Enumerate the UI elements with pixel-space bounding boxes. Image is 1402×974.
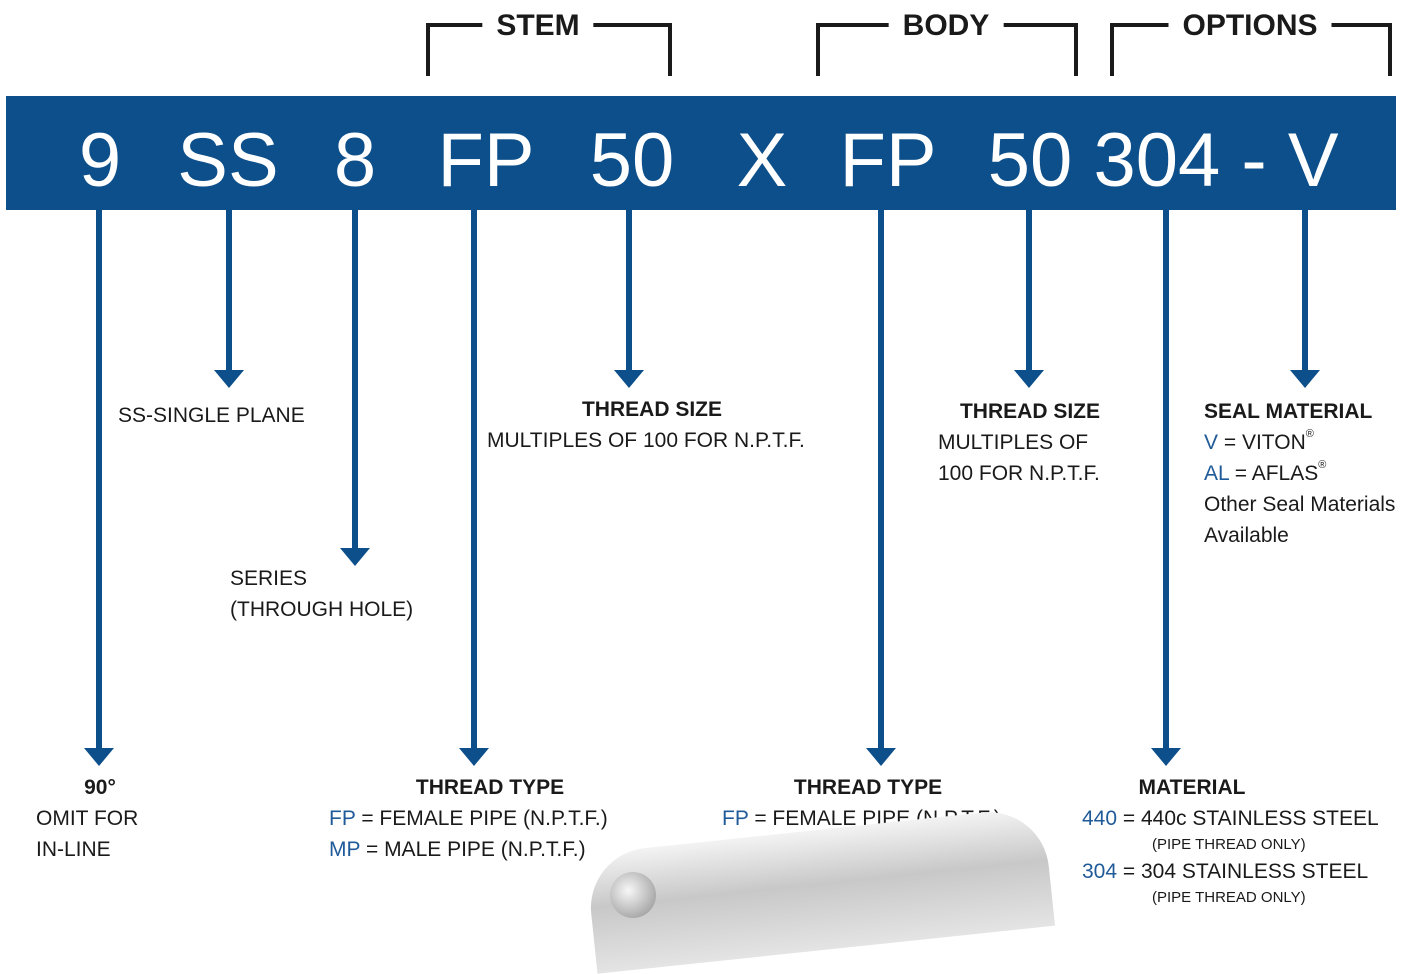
arrow-head-stem-thread-type [459, 748, 489, 766]
code-stem-thread-size: 50 [589, 118, 675, 203]
label-stem-thread-type: THREAD TYPE FP = FEMALE PIPE (N.P.T.F.) … [329, 776, 608, 861]
arrow-shaft-plane [226, 210, 232, 370]
label-material: MATERIAL 440 = 440c STAINLESS STEEL (PIP… [1082, 776, 1379, 906]
fitting-knob-image [610, 872, 656, 918]
arrow-shaft-series [352, 210, 358, 548]
arrow-shaft-material [1163, 210, 1169, 748]
arrow-shaft-seal [1302, 210, 1308, 370]
arrow-shaft-stem-thread-size [626, 210, 632, 370]
code-options: 304 - V [1093, 118, 1339, 203]
arrow-head-material [1151, 748, 1181, 766]
arrow-head-stem-thread-size [614, 370, 644, 388]
code-body-thread-size: 50 [987, 118, 1073, 203]
arrow-shaft-stem-thread-type [471, 210, 477, 748]
label-body-thread-size: THREAD SIZE MULTIPLES OF 100 FOR N.P.T.F… [938, 400, 1100, 485]
arrow-head-plane [214, 370, 244, 388]
code-series: 8 [333, 118, 377, 203]
arrow-head-series [340, 548, 370, 566]
label-stem-thread-size: THREAD SIZE MULTIPLES OF 100 FOR N.P.T.F… [487, 398, 805, 452]
arrow-head-body-thread-type [866, 748, 896, 766]
label-single-plane: SS-SINGLE PLANE [118, 404, 305, 427]
part-number-banner [6, 96, 1396, 210]
arrow-shaft-angle [96, 210, 102, 748]
code-separator: X [736, 118, 788, 203]
label-series: SERIES (THROUGH HOLE) [230, 567, 414, 621]
label-seal-material: SEAL MATERIAL V = VITON® AL = AFLAS® Oth… [1204, 400, 1396, 547]
code-stem-thread-type: FP [437, 118, 535, 203]
arrow-head-seal [1290, 370, 1320, 388]
code-angle: 9 [78, 118, 122, 203]
arrow-head-angle [84, 748, 114, 766]
arrow-head-body-thread-size [1014, 370, 1044, 388]
body-group-label: BODY [888, 4, 1004, 48]
stem-group-label: STEM [482, 4, 594, 48]
arrow-shaft-body-thread-size [1026, 210, 1032, 370]
options-group-label: OPTIONS [1168, 4, 1332, 48]
label-angle: 90° OMIT FOR IN-LINE [36, 776, 139, 861]
code-body-thread-type: FP [839, 118, 937, 203]
code-plane: SS [177, 118, 279, 203]
arrow-shaft-body-thread-type [878, 210, 884, 748]
